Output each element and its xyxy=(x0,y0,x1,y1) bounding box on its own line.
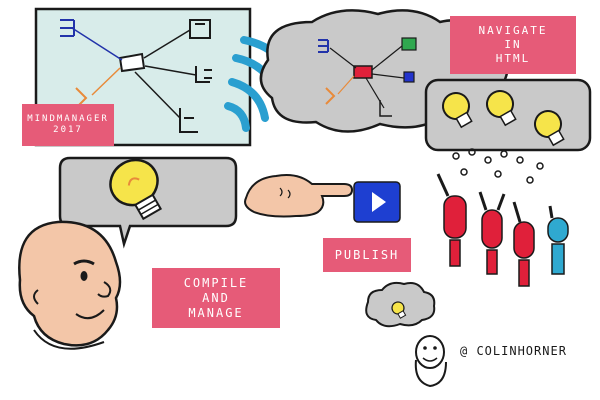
person xyxy=(512,201,535,287)
navigate-label: NAVIGATE IN HTML xyxy=(450,16,576,74)
lightbulb-icon xyxy=(534,110,565,147)
label-line: MINDMANAGER xyxy=(27,113,109,124)
author-face-icon xyxy=(414,335,447,388)
lightbulb-icon xyxy=(391,301,407,319)
label-line: COMPILE xyxy=(183,275,249,290)
lightbulb-icon xyxy=(486,90,517,127)
crowd xyxy=(436,148,569,287)
label-line: PUBLISH xyxy=(334,247,400,262)
author-credit: @ COLINHORNER xyxy=(460,344,567,358)
label-line: NAVIGATE xyxy=(478,24,548,38)
compile-label: COMPILE AND MANAGE xyxy=(152,268,280,328)
thought-bubble xyxy=(58,156,238,249)
mindmanager-label: MINDMANAGER 2017 xyxy=(22,104,114,146)
lightbulb-icon xyxy=(109,158,163,221)
face-icon xyxy=(18,220,122,350)
lightbulb-icon xyxy=(442,92,473,129)
label-line: HTML xyxy=(495,51,531,65)
label-line: AND xyxy=(202,290,230,305)
person xyxy=(436,173,467,267)
label-line: 2017 xyxy=(53,125,83,135)
small-cloud xyxy=(365,281,436,328)
person xyxy=(478,191,506,275)
publish-label: PUBLISH xyxy=(323,238,411,272)
label-line: MANAGE xyxy=(188,305,244,320)
pointing-hand-icon xyxy=(244,174,354,218)
label-line: IN xyxy=(504,38,522,52)
bulbs-panel xyxy=(424,78,592,152)
person xyxy=(547,205,569,275)
play-button-icon xyxy=(353,181,401,223)
